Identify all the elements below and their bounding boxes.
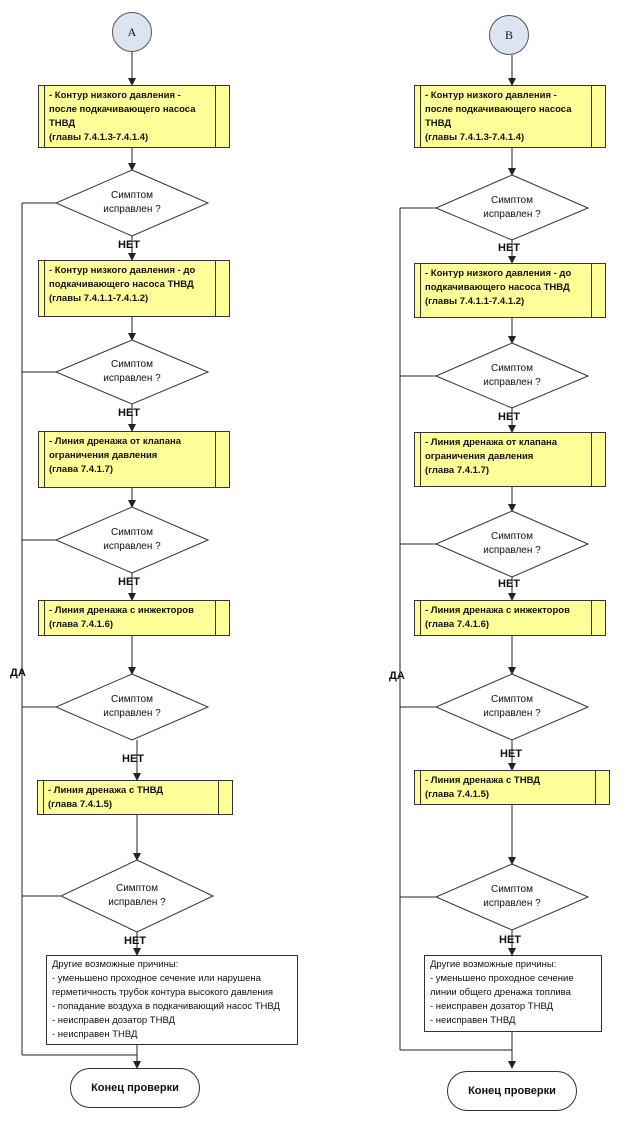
step-label: - Контур низкого давления - после подкач… bbox=[425, 90, 572, 143]
end-terminal: Конец проверки bbox=[447, 1071, 577, 1111]
note-line: - неисправен ТНВД bbox=[430, 1015, 516, 1026]
note-line: герметичность трубок контура высокого да… bbox=[52, 987, 274, 998]
no-label: НЕТ bbox=[498, 411, 520, 423]
decision-label: Симптом исправлен ? bbox=[103, 527, 161, 552]
step-drain-injectors: - Линия дренажа с инжекторов (глава 7.4.… bbox=[38, 600, 230, 636]
note-line: - неисправен дозатор ТНВД bbox=[52, 1015, 176, 1026]
step-label: - Контур низкого давления - после подкач… bbox=[49, 90, 196, 143]
step-label: - Линия дренажа с ТНВД (глава 7.4.1.5) bbox=[48, 785, 164, 810]
decision-diamond bbox=[434, 342, 590, 409]
decision-diamond bbox=[54, 169, 210, 237]
decision-diamond bbox=[434, 863, 590, 931]
yes-label: ДА bbox=[10, 667, 26, 679]
no-label: НЕТ bbox=[498, 578, 520, 590]
step-label: - Контур низкого давления - до подкачива… bbox=[49, 265, 196, 304]
yes-label: ДА bbox=[389, 670, 405, 682]
decision-diamond bbox=[434, 673, 590, 741]
other-causes-note: Другие возможные причины: - уменьшено пр… bbox=[424, 955, 602, 1032]
decision-diamond bbox=[54, 506, 210, 574]
note-line: Другие возможные причины: bbox=[52, 959, 179, 970]
step-label: - Контур низкого давления - до подкачива… bbox=[425, 268, 572, 307]
decision-diamond bbox=[434, 510, 590, 578]
step-drain-pump: - Линия дренажа с ТНВД (глава 7.4.1.5) bbox=[414, 770, 610, 805]
end-terminal: Конец проверки bbox=[70, 1068, 200, 1108]
no-label: НЕТ bbox=[124, 935, 146, 947]
decision-label: Симптом исправлен ? bbox=[103, 694, 161, 719]
no-label: НЕТ bbox=[118, 576, 140, 588]
note-line: Другие возможные причины: bbox=[430, 959, 557, 970]
step-label: - Линия дренажа с инжекторов (глава 7.4.… bbox=[425, 605, 570, 630]
decision-label: Симптом исправлен ? bbox=[103, 190, 161, 215]
no-label: НЕТ bbox=[500, 748, 522, 760]
decision-diamond bbox=[54, 673, 210, 741]
decision-label: Симптом исправлен ? bbox=[483, 195, 541, 220]
step-drain-pressure-valve: - Линия дренажа от клапана ограничения д… bbox=[38, 431, 230, 488]
decision-diamond bbox=[59, 859, 215, 933]
note-line: - неисправен дозатор ТНВД bbox=[430, 1001, 554, 1012]
step-low-pressure-before-pump: - Контур низкого давления - до подкачива… bbox=[414, 263, 606, 318]
step-drain-injectors: - Линия дренажа с инжекторов (глава 7.4.… bbox=[414, 600, 606, 636]
other-causes-note: Другие возможные причины: - уменьшено пр… bbox=[46, 955, 298, 1045]
decision-label: Симптом исправлен ? bbox=[483, 363, 541, 388]
no-label: НЕТ bbox=[499, 934, 521, 946]
note-line: - уменьшено проходное сечение bbox=[430, 973, 574, 984]
step-drain-pump: - Линия дренажа с ТНВД (глава 7.4.1.5) bbox=[37, 780, 233, 815]
decision-label: Симптом исправлен ? bbox=[483, 531, 541, 556]
step-low-pressure-before-pump: - Контур низкого давления - до подкачива… bbox=[38, 260, 230, 317]
step-low-pressure-after-pump: - Контур низкого давления - после подкач… bbox=[38, 85, 230, 148]
no-label: НЕТ bbox=[122, 753, 144, 765]
note-line: - попадание воздуха в подкачивающий насо… bbox=[52, 1001, 280, 1012]
step-low-pressure-after-pump: - Контур низкого давления - после подкач… bbox=[414, 85, 606, 148]
no-label: НЕТ bbox=[118, 407, 140, 419]
decision-label: Симптом исправлен ? bbox=[483, 884, 541, 909]
note-line: - уменьшено проходное сечение или наруше… bbox=[52, 973, 261, 984]
no-label: НЕТ bbox=[118, 239, 140, 251]
step-label: - Линия дренажа от клапана ограничения д… bbox=[425, 437, 558, 476]
decision-label: Симптом исправлен ? bbox=[103, 359, 161, 384]
connector-a: A bbox=[112, 12, 152, 52]
step-label: - Линия дренажа от клапана ограничения д… bbox=[49, 436, 182, 475]
step-label: - Линия дренажа с инжекторов (глава 7.4.… bbox=[49, 605, 194, 630]
decision-label: Симптом исправлен ? bbox=[108, 883, 166, 908]
step-label: - Линия дренажа с ТНВД (глава 7.4.1.5) bbox=[425, 775, 541, 800]
step-drain-pressure-valve: - Линия дренажа от клапана ограничения д… bbox=[414, 432, 606, 487]
decision-label: Симптом исправлен ? bbox=[483, 694, 541, 719]
decision-diamond bbox=[54, 339, 210, 405]
note-line: - неисправен ТНВД bbox=[52, 1029, 138, 1040]
no-label: НЕТ bbox=[498, 242, 520, 254]
decision-diamond bbox=[434, 174, 590, 241]
note-line: линии общего дренажа топлива bbox=[430, 987, 571, 998]
connector-b: B bbox=[489, 15, 529, 55]
